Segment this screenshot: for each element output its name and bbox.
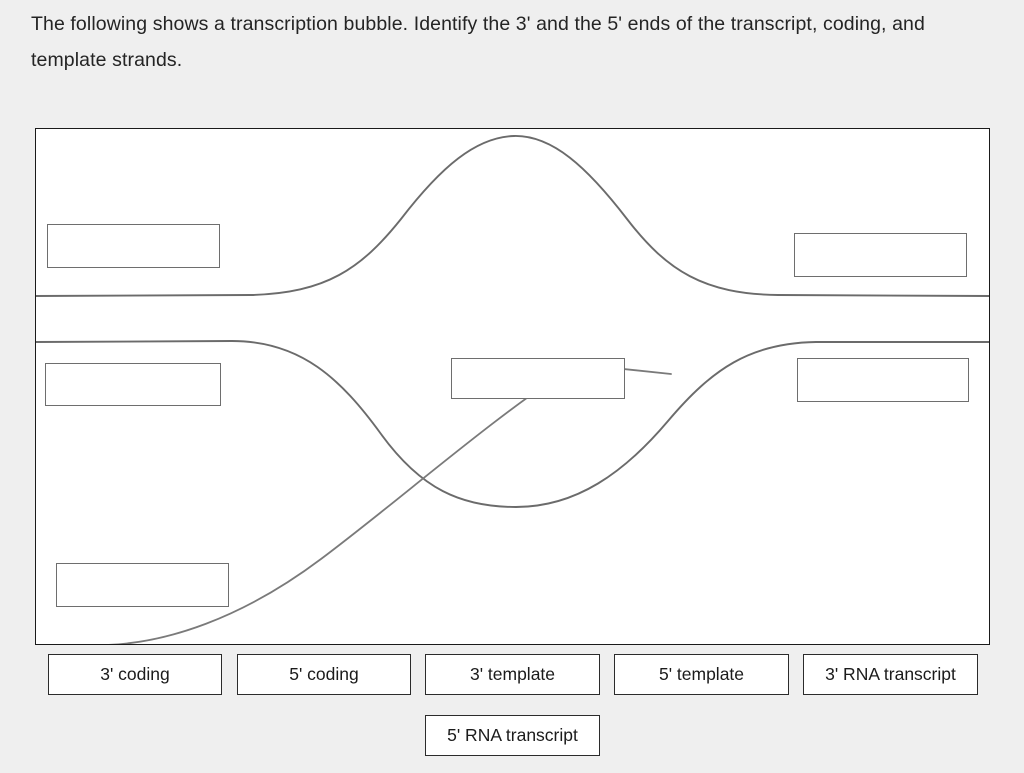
drop-target-rna-left[interactable] (56, 563, 229, 607)
rna-transcript-path (107, 363, 672, 644)
transcription-bubble-diagram (35, 128, 990, 645)
option-tile-3-rna-transcript[interactable]: 3' RNA transcript (803, 654, 978, 695)
drop-target-center-value (452, 359, 624, 398)
question-prompt: The following shows a transcription bubb… (31, 13, 931, 71)
drop-target-rna-left-value (57, 564, 228, 606)
strand-drawing (36, 135, 989, 644)
drop-target-center[interactable] (451, 358, 625, 399)
option-tile-3-coding[interactable]: 3' coding (48, 654, 222, 695)
drop-target-coding-right-value (795, 234, 966, 276)
coding-strand-path (36, 135, 989, 297)
template-strand-path (36, 340, 989, 508)
option-tile-3-template[interactable]: 3' template (425, 654, 600, 695)
option-tile-5-template[interactable]: 5' template (614, 654, 789, 695)
drop-target-coding-left-value (48, 225, 219, 267)
option-tile-5-rna-transcript[interactable]: 5' RNA transcript (425, 715, 600, 756)
drop-target-template-left-value (46, 364, 220, 405)
drop-target-template-right[interactable] (797, 358, 969, 402)
option-tile-5-coding[interactable]: 5' coding (237, 654, 411, 695)
drop-target-template-left[interactable] (45, 363, 221, 406)
drop-target-template-right-value (798, 359, 968, 401)
drop-target-coding-right[interactable] (794, 233, 967, 277)
drop-target-coding-left[interactable] (47, 224, 220, 268)
